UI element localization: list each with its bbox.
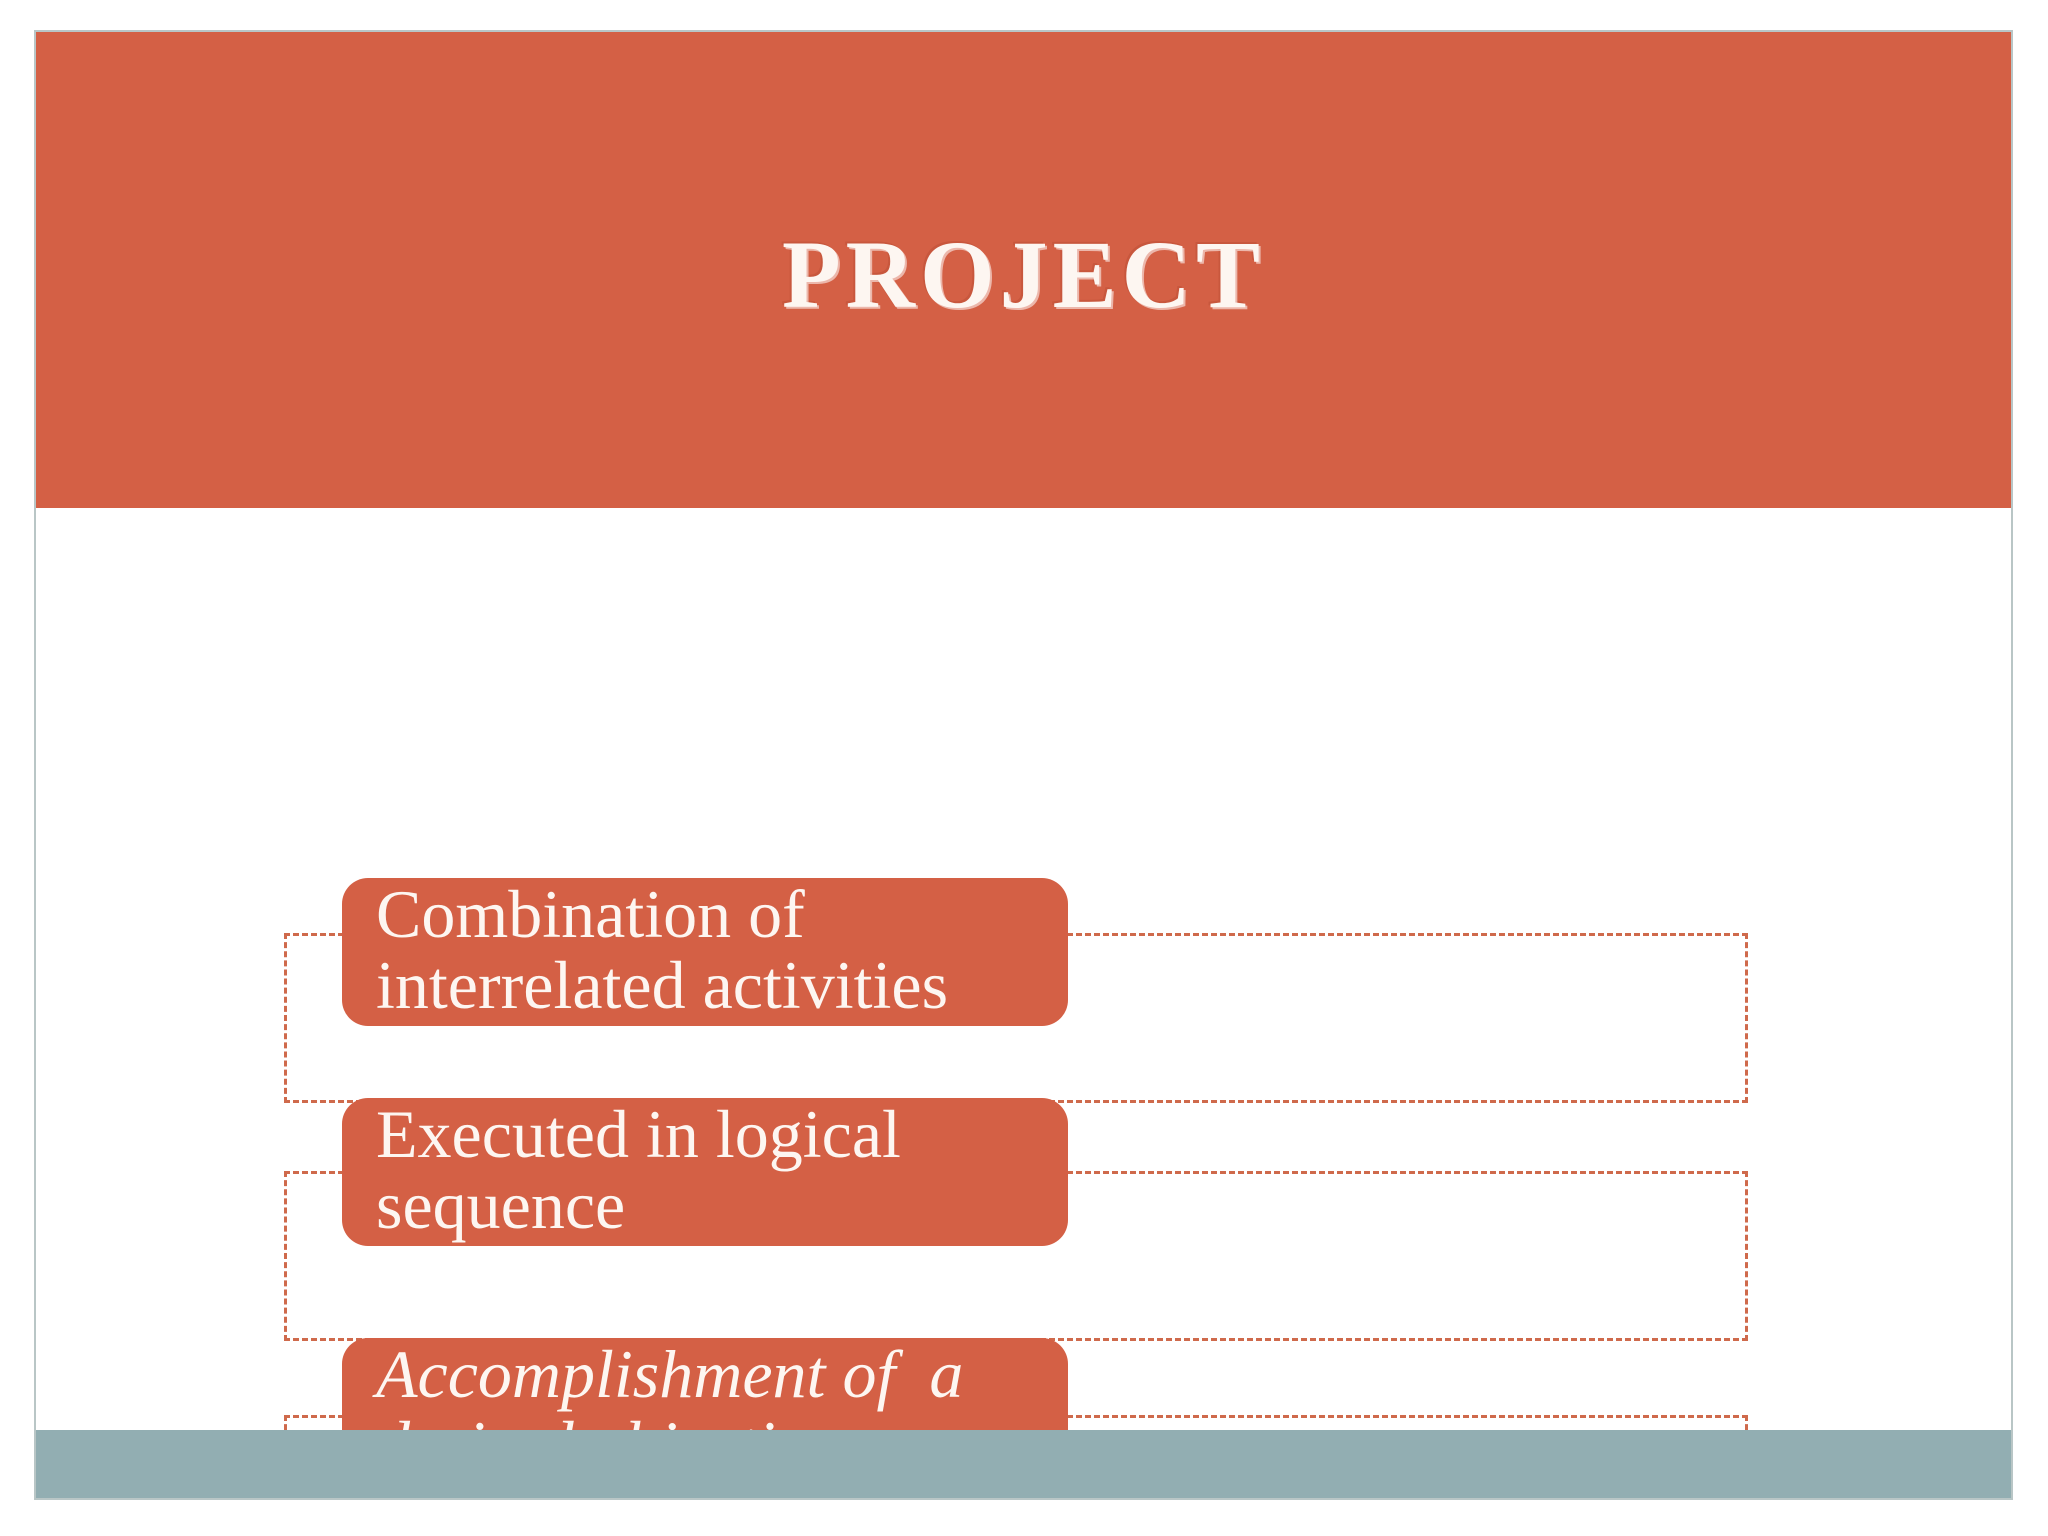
slide-body: Combination of interrelated activities E… [36,508,2011,1498]
slide-footer-bar [36,1430,2011,1498]
callout-3-line-1: Accomplishment of a [376,1336,964,1413]
presentation-slide: PROJECT Combination of interrelated acti… [34,30,2013,1500]
callout-1-line-1: Combination of [376,876,805,953]
callout-2-line-2: sequence [376,1167,626,1243]
callout-box-2[interactable]: Executed in logical sequence [342,1098,1068,1246]
slide-header-band: PROJECT [36,32,2011,508]
callout-2-line-1: Executed in logical [376,1096,901,1173]
callout-1-line-2: interrelated activities [376,947,949,1023]
callout-box-1[interactable]: Combination of interrelated activities [342,878,1068,1026]
page-title: PROJECT [781,221,1266,328]
